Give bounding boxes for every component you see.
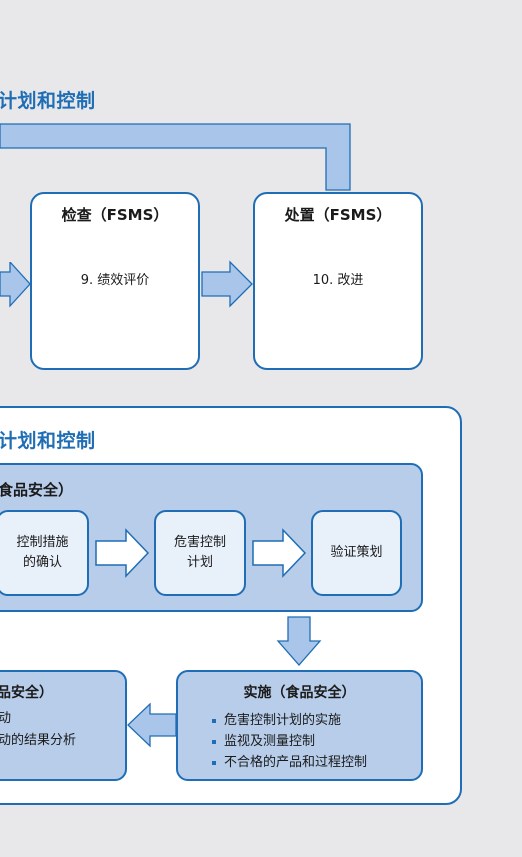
arrow-plan-to-do bbox=[276, 616, 322, 666]
do-panel-list: 危害控制计划的实施 监视及测量控制 不合格的产品和过程控制 bbox=[212, 710, 421, 773]
hazard-plan-line1: 危害控制 bbox=[173, 535, 226, 550]
do-panel-title: 实施（食品安全） bbox=[243, 685, 356, 701]
do-item-1: 危害控制计划的实施 bbox=[212, 710, 421, 731]
arrow-into-check bbox=[0, 262, 31, 308]
act-fsms-box: 处置（FSMS） 10. 改进 bbox=[253, 192, 423, 370]
control-measure-line1: 控制措施 bbox=[16, 535, 69, 550]
hazard-control-plan-box: 危害控制 计划 bbox=[154, 510, 246, 596]
verification-planning-box: 验证策划 bbox=[311, 510, 402, 596]
check-fsms-box: 检查（FSMS） 9. 绩效评价 bbox=[30, 192, 200, 370]
plan-panel-title: 食品安全） bbox=[0, 481, 74, 499]
check-panel bbox=[0, 670, 127, 781]
control-measure-line2: 的确认 bbox=[22, 555, 62, 570]
check-fsms-content: 9. 绩效评价 bbox=[80, 273, 150, 288]
do-item-2: 监视及测量控制 bbox=[212, 731, 421, 752]
top-feedback-arrow bbox=[0, 123, 351, 191]
check-item-2: 动的结果分析 bbox=[0, 733, 77, 748]
bottom-section-title: 计划和控制 bbox=[0, 430, 96, 452]
arrow-plan-1 bbox=[95, 528, 150, 578]
check-panel-title: 品安全） bbox=[0, 685, 53, 701]
act-fsms-content: 10. 改进 bbox=[312, 273, 364, 288]
check-fsms-title: 检查（FSMS） bbox=[61, 206, 169, 224]
control-measure-validation-box: 控制措施 的确认 bbox=[0, 510, 89, 596]
hazard-plan-line2: 计划 bbox=[186, 555, 213, 570]
arrow-plan-2 bbox=[252, 528, 307, 578]
arrow-check-to-act bbox=[201, 260, 253, 308]
do-item-3: 不合格的产品和过程控制 bbox=[212, 752, 421, 773]
do-panel: 实施（食品安全） 危害控制计划的实施 监视及测量控制 不合格的产品和过程控制 bbox=[176, 670, 423, 781]
top-section-title: 计划和控制 bbox=[0, 90, 96, 112]
verification-planning-label: 验证策划 bbox=[330, 545, 383, 560]
act-fsms-title: 处置（FSMS） bbox=[284, 206, 392, 224]
arrow-do-to-check bbox=[127, 702, 177, 748]
check-item-1: 动 bbox=[0, 711, 12, 726]
